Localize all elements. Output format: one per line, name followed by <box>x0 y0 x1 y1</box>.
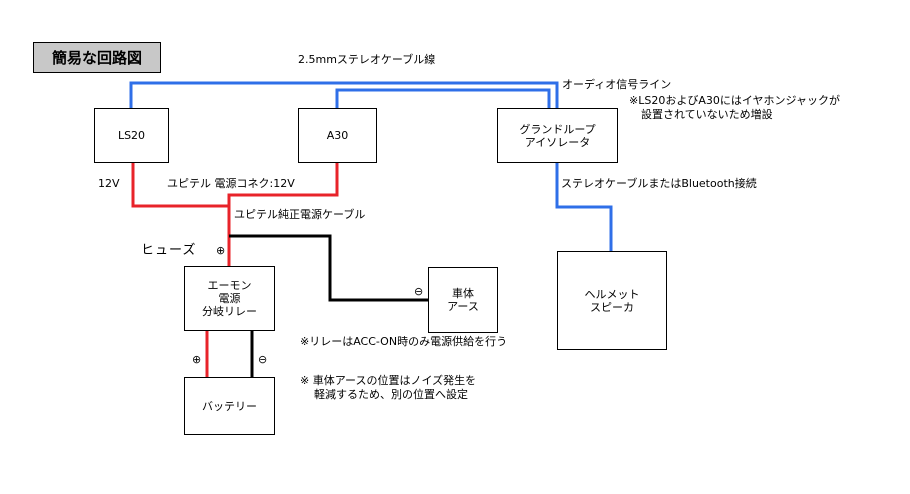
speaker-audio-wire <box>555 163 613 251</box>
ls20-12v-label: 12V <box>98 177 120 190</box>
helmet-speaker-box: ヘルメット スピーカ <box>557 251 667 350</box>
stereo-bluetooth-label: ステレオケーブルまたはBluetooth接続 <box>561 177 757 190</box>
fuse-label: ヒューズ <box>141 243 197 258</box>
a30-power-wire <box>227 163 339 266</box>
ls20-power-wire <box>131 163 229 208</box>
ls20-audio-wire <box>129 81 559 108</box>
battery-label: バッテリー <box>202 399 257 413</box>
fuse-plus-icon: ⊕ <box>216 244 226 257</box>
battery-minus-icon: ⊖ <box>258 353 268 366</box>
a30-label: A30 <box>326 129 349 142</box>
ground-minus-icon: ⊖ <box>414 285 424 298</box>
yupiteru-connector-label: ユピテル 電源コネク:12V <box>167 177 295 190</box>
battery-box: バッテリー <box>184 377 275 435</box>
isolator-box: グランドループ アイソレータ <box>497 108 618 163</box>
a30-audio-wire <box>335 88 551 108</box>
relay-label: エーモン 電源 分岐リレー <box>202 279 257 318</box>
ls20-label: LS20 <box>117 129 146 142</box>
chassis-ground-label: 車体 アース <box>447 287 479 313</box>
power-wires <box>131 163 339 377</box>
isolator-label: グランドループ アイソレータ <box>519 122 596 149</box>
ground-wires <box>229 234 428 377</box>
earphone-jack-note: ※LS20およびA30にはイヤホンジャックが 設置されていないため増設 <box>629 94 840 121</box>
a30-box: A30 <box>298 108 377 163</box>
chassis-ground-wire <box>229 234 428 302</box>
ls20-box: LS20 <box>94 108 169 163</box>
cable-top-label: 2.5mmステレオケーブル線 <box>298 53 436 66</box>
audio-signal-wires <box>129 81 613 251</box>
audio-signal-line-label: オーディオ信号ライン <box>562 78 672 91</box>
chassis-ground-box: 車体 アース <box>428 267 498 333</box>
relay-acc-note: ※リレーはACC-ON時のみ電源供給を行う <box>300 335 508 348</box>
diagram-title: 簡易な回路図 <box>33 42 161 73</box>
relay-box: エーモン 電源 分岐リレー <box>184 266 275 331</box>
helmet-speaker-label: ヘルメット スピーカ <box>584 287 640 314</box>
chassis-ground-note: ※ 車体アースの位置はノイズ発生を 軽減するため、別の位置へ設定 <box>300 374 477 401</box>
battery-plus-icon: ⊕ <box>192 353 202 366</box>
yupiteru-cable-label: ユピテル純正電源ケーブル <box>234 208 366 221</box>
